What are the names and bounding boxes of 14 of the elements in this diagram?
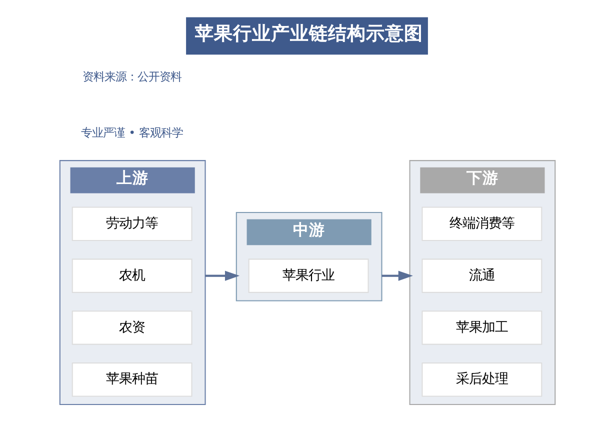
diagram-title: 苹果行业产业链结构示意图 (194, 23, 423, 44)
node-box: 苹果行业 (248, 258, 369, 292)
node-box: 农机 (72, 258, 192, 292)
node-box: 苹果种苗 (72, 362, 192, 396)
node-box: 农资 (72, 310, 192, 344)
node-box: 苹果加工 (422, 310, 542, 344)
node-box: 劳动力等 (72, 206, 192, 241)
node-box: 终端消费等 (422, 206, 542, 241)
arrow (205, 270, 240, 280)
node-box: 采后处理 (422, 362, 542, 396)
label: 专业严谨 • 客观科学 (81, 124, 184, 139)
arrow (382, 270, 413, 280)
node-box: 流通 (422, 258, 542, 292)
label: 资料来源：公开资料 (82, 68, 182, 83)
